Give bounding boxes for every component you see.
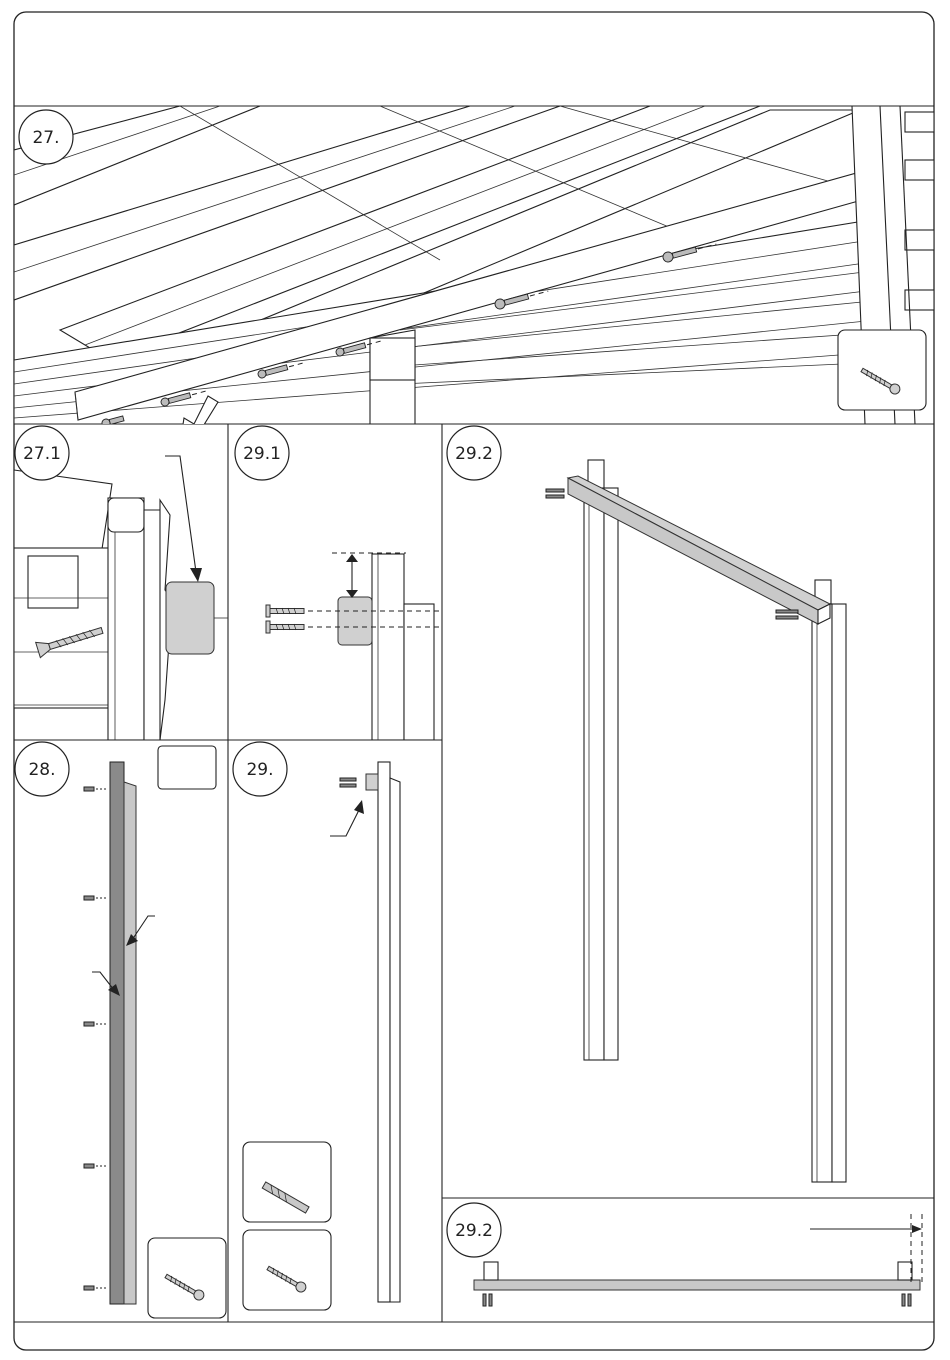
panel-29-2-frame [546,460,846,1182]
step-label-28: 28. [28,760,55,780]
nails-28 [84,787,108,1290]
step-label-29-2-top: 29.2 [455,444,493,464]
light-board [124,782,136,1304]
spacer-block-29-1 [338,597,372,645]
topview-screws [483,1294,911,1306]
top-beam [474,1280,920,1290]
panel-29 [243,762,400,1310]
step-label-29-2-bottom: 29.2 [455,1221,493,1241]
step-label-29: 29. [246,760,273,780]
panel-29-1 [266,553,602,740]
step-label-27-1: 27.1 [23,444,61,464]
left-post [584,488,604,1060]
dark-board [110,762,124,1304]
beam-screws-right [776,610,798,619]
empty-label-box [158,746,216,789]
panel-27-1 [14,456,228,740]
spacer-block [166,582,214,654]
panel-27 [14,106,934,444]
beam-screws-left [546,489,564,498]
spacer-block-29 [366,774,378,790]
step-label-29-1: 29.1 [243,444,281,464]
screw-inset-29 [243,1230,331,1310]
right-post [812,604,832,1182]
panel-27-screw-inset [838,330,926,410]
pointer-arrow-icon-29 [330,808,360,836]
panel-28-screw-inset [148,1238,226,1318]
post-board [378,762,390,1302]
panel-29-2-topview [474,1214,922,1306]
step-label-27: 27. [32,128,59,148]
panel-28 [84,746,226,1318]
drill-bit-inset [243,1142,331,1222]
